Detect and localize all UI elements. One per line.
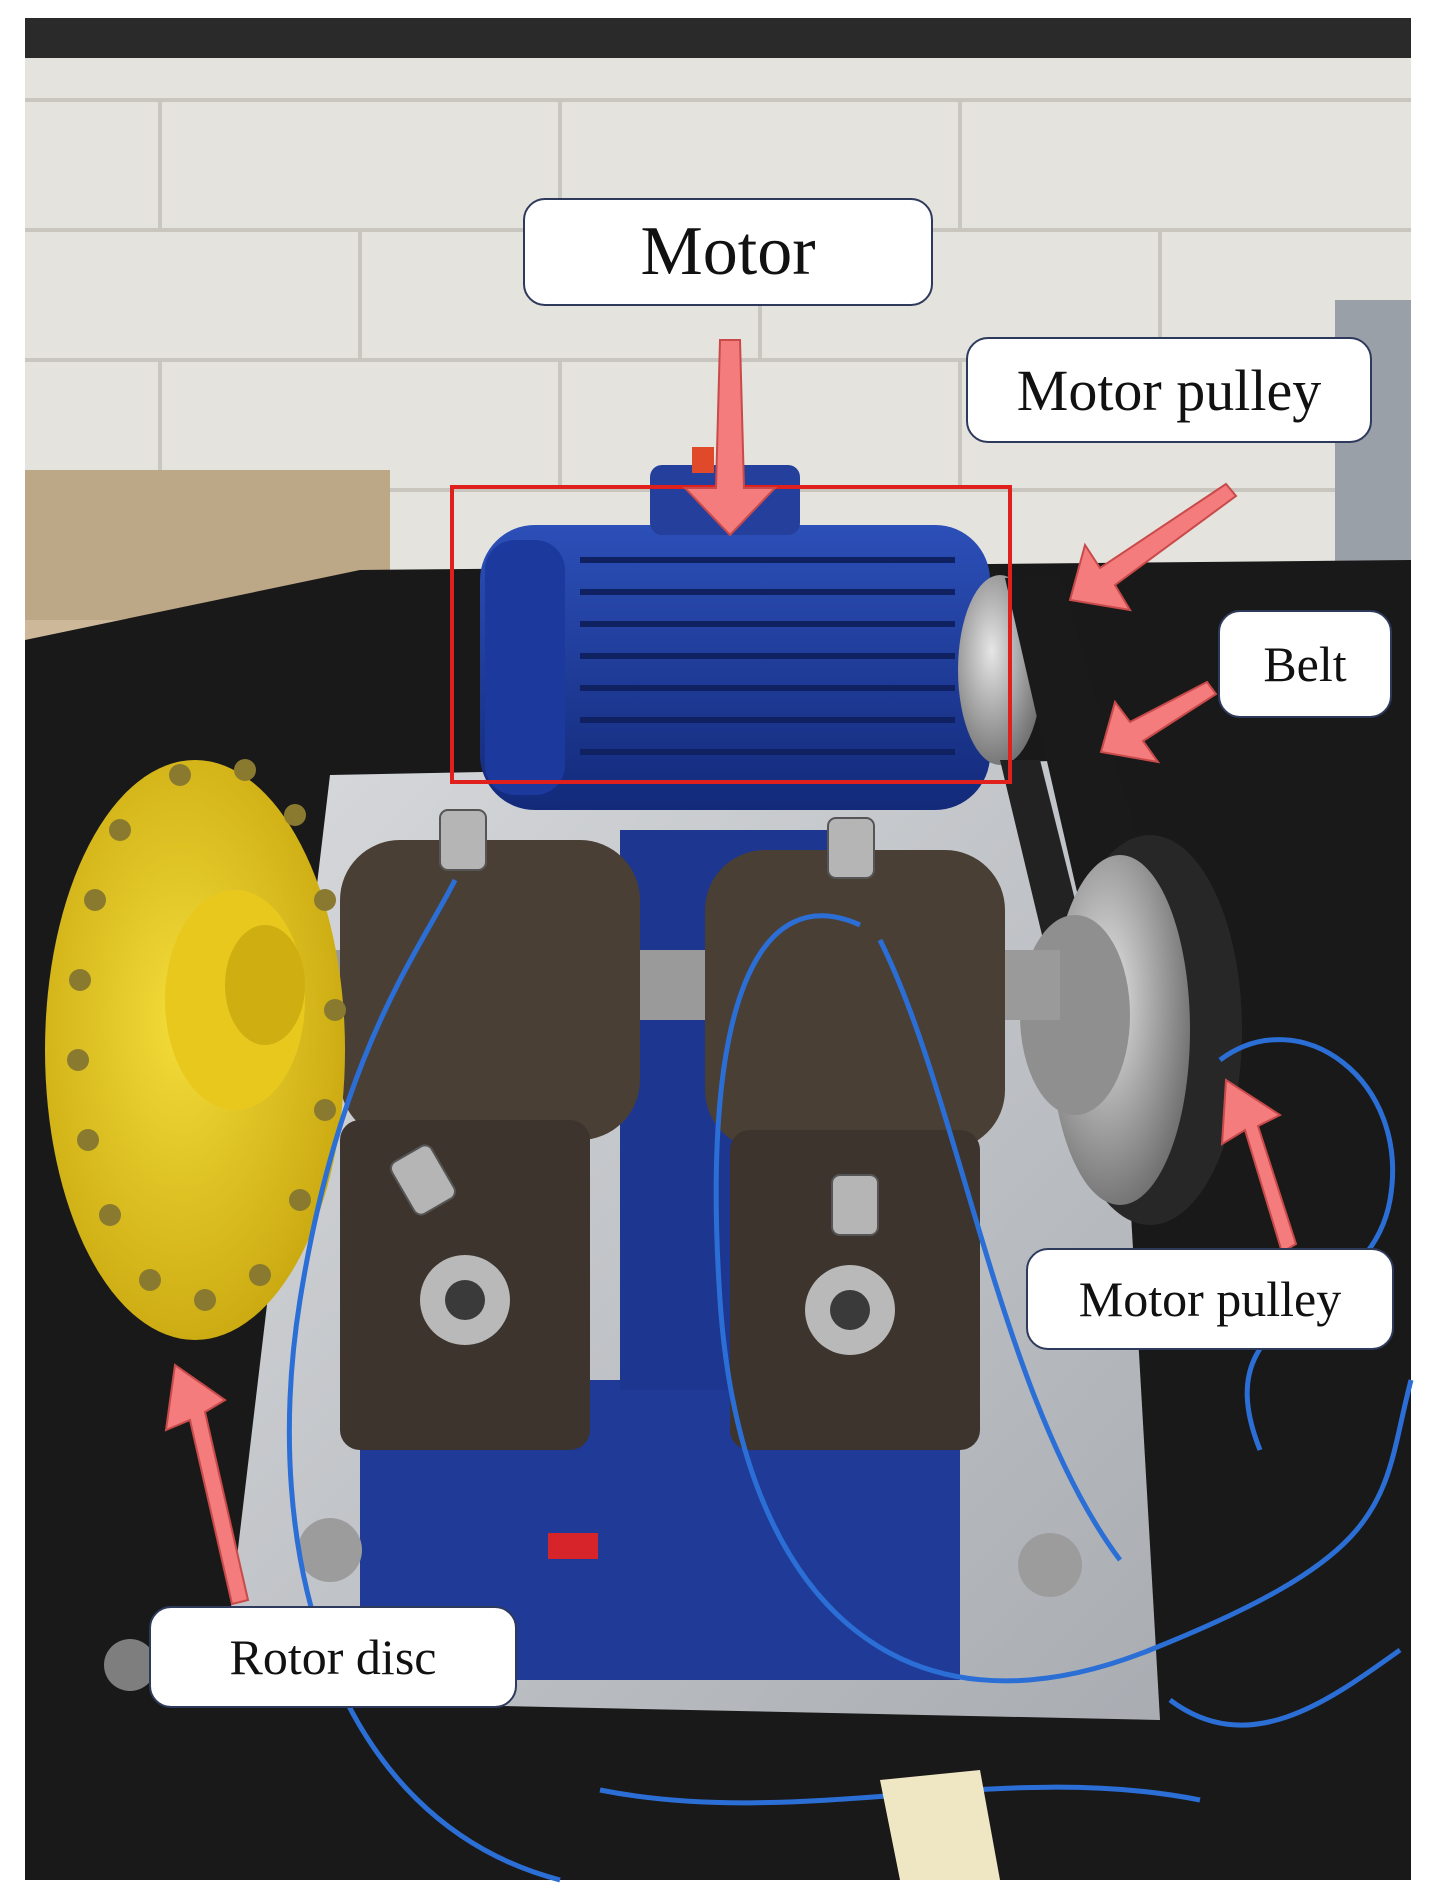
bearing-housing-left bbox=[340, 840, 640, 1450]
sensor-cables bbox=[286, 878, 1414, 1883]
plate-bolt-left bbox=[298, 1518, 362, 1582]
barcode-tag bbox=[880, 1770, 1000, 1880]
ceiling-cable bbox=[25, 18, 1411, 58]
arrow-motor-pulley-top bbox=[1068, 482, 1238, 612]
rotor-disc-shape bbox=[45, 759, 346, 1340]
label-belt: Belt bbox=[1218, 610, 1392, 718]
callout-arrows bbox=[164, 339, 1298, 1606]
accelerometers bbox=[390, 809, 879, 1236]
label-motor-pulley-top: Motor pulley bbox=[966, 337, 1372, 443]
arrow-rotor-disc bbox=[164, 1363, 250, 1606]
plate-bolt-right bbox=[1018, 1533, 1082, 1597]
arrow-motor-pulley-bottom bbox=[1220, 1078, 1298, 1254]
label-rotor-disc: Rotor disc bbox=[149, 1606, 517, 1708]
table-foot-bolt bbox=[104, 1639, 156, 1691]
bearing-housing-right bbox=[705, 850, 1005, 1450]
label-motor-pulley-bottom: Motor pulley bbox=[1026, 1248, 1394, 1350]
drive-belt bbox=[1005, 575, 1150, 905]
label-motor: Motor bbox=[523, 198, 933, 306]
arrow-belt bbox=[1099, 680, 1218, 764]
red-tag bbox=[548, 1533, 598, 1559]
arrow-motor bbox=[682, 339, 778, 537]
